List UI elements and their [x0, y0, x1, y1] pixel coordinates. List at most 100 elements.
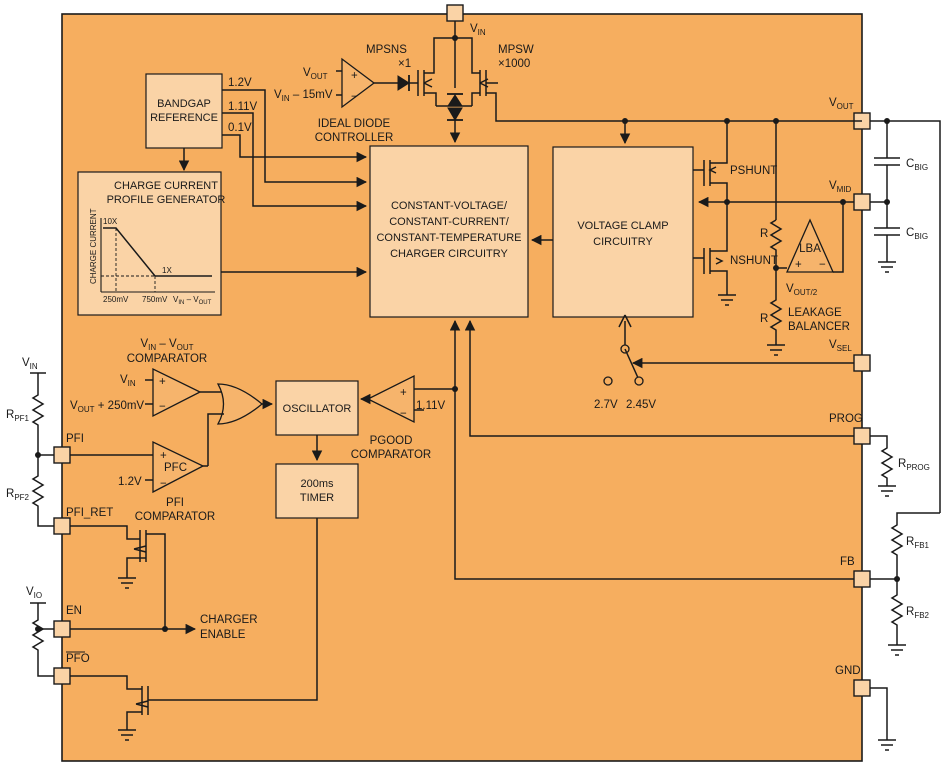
svg-text:1.11V: 1.11V	[416, 400, 446, 412]
nshunt-transistor: NSHUNT	[693, 240, 778, 295]
svg-text:+: +	[795, 259, 802, 271]
pgood-comparator: + − 1.11V PGOOD COMPARATOR	[351, 374, 455, 461]
svg-text:+: +	[400, 387, 407, 399]
svg-text:COMPARATOR: COMPARATOR	[127, 353, 208, 365]
svg-text:1X: 1X	[162, 266, 172, 275]
svg-text:R: R	[760, 228, 768, 240]
svg-text:2.45V: 2.45V	[626, 399, 656, 411]
svg-text:1.11V: 1.11V	[228, 101, 258, 113]
mpsw-transistor	[455, 37, 862, 122]
svg-text:RPF2: RPF2	[6, 488, 30, 502]
external-gnd	[870, 687, 896, 751]
svg-text:BANDGAP: BANDGAP	[157, 98, 211, 110]
svg-text:−: −	[159, 401, 166, 413]
pin-en: EN	[53, 605, 82, 638]
external-feedback-divider: RFB1 RFB2	[870, 512, 940, 656]
svg-text:×1000: ×1000	[498, 58, 530, 70]
pin-pfo: PFO	[53, 651, 90, 685]
svg-text:IDEAL DIODE: IDEAL DIODE	[318, 118, 391, 130]
external-output-network: CBIG CBIG	[870, 118, 941, 513]
svg-text:2.7V: 2.7V	[594, 399, 618, 411]
svg-text:−: −	[400, 408, 407, 420]
vsel-switch: 2.7V 2.45V	[594, 314, 854, 411]
bandgap-reference-block: BANDGAP REFERENCE	[145, 73, 223, 149]
pshunt-transistor: PSHUNT	[693, 160, 777, 203]
svg-text:LEAKAGE: LEAKAGE	[788, 307, 842, 319]
svg-text:PFI: PFI	[166, 497, 184, 509]
svg-text:+: +	[351, 70, 358, 82]
nshunt-ground	[718, 294, 736, 306]
ideal-diode-amplifier: + −	[341, 57, 376, 109]
pfo-nmos	[70, 518, 318, 741]
bandgap-wires	[178, 89, 368, 212]
vmid-wires	[697, 196, 854, 273]
timer-block: 200ms TIMER	[275, 463, 359, 519]
or-gate	[200, 383, 274, 466]
svg-text:CHARGER CIRCUITRY: CHARGER CIRCUITRY	[390, 248, 508, 260]
ideal-diode-labels: VOUT VIN – 15mV IDEAL DIODE CONTROLLER M…	[274, 44, 534, 144]
svg-text:CHARGE CURRENT: CHARGE CURRENT	[114, 180, 218, 192]
body-diode-stack	[436, 21, 472, 144]
oscillator-block: OSCILLATOR	[275, 380, 359, 436]
svg-text:CONSTANT-TEMPERATURE: CONSTANT-TEMPERATURE	[376, 232, 521, 244]
svg-text:VOUT/2: VOUT/2	[786, 283, 818, 297]
svg-text:RFB2: RFB2	[906, 606, 930, 620]
svg-text:CHARGE CURRENT: CHARGE CURRENT	[89, 208, 98, 284]
svg-text:LBA: LBA	[799, 243, 821, 255]
svg-text:PROG: PROG	[829, 413, 863, 425]
svg-text:CHARGER: CHARGER	[200, 614, 258, 626]
pin-prog: PROG	[829, 413, 871, 445]
svg-text:R: R	[760, 313, 768, 325]
svg-text:NSHUNT: NSHUNT	[730, 255, 778, 267]
mpsns-transistor	[417, 37, 455, 106]
prog-wire	[464, 319, 854, 437]
svg-text:VIN: VIN	[22, 357, 38, 371]
svg-text:FB: FB	[840, 556, 855, 568]
svg-text:BALANCER: BALANCER	[788, 321, 850, 333]
svg-text:250mV: 250mV	[103, 295, 129, 304]
svg-text:CIRCUITRY: CIRCUITRY	[593, 236, 653, 248]
ideal-diode-wires	[336, 70, 418, 96]
pfi-comparator: + − PFC 1.2V PFI COMPARATOR	[70, 440, 216, 523]
svg-text:VMID: VMID	[829, 180, 852, 194]
svg-text:MPSNS: MPSNS	[366, 44, 407, 56]
svg-text:EN: EN	[66, 605, 82, 617]
vin-vout-comparator: + − VIN – VOUT COMPARATOR VIN VOUT + 250…	[70, 338, 208, 418]
svg-text:200ms: 200ms	[300, 478, 334, 490]
svg-text:VOUT: VOUT	[829, 97, 854, 111]
external-vin-rpf-network: VIN RPF1 RPF2	[6, 357, 54, 527]
svg-text:VOLTAGE CLAMP: VOLTAGE CLAMP	[577, 220, 668, 232]
svg-text:RPF1: RPF1	[6, 409, 30, 423]
profile-graph: 10X 1X CHARGE CURRENT 250mV 750mV VIN – …	[89, 208, 215, 306]
pin-pfi: PFI	[53, 433, 84, 464]
svg-text:COMPARATOR: COMPARATOR	[135, 511, 216, 523]
svg-text:CBIG: CBIG	[906, 227, 928, 241]
svg-text:VIN – VOUT: VIN – VOUT	[173, 295, 212, 306]
svg-text:−: −	[819, 259, 826, 271]
svg-text:VSEL: VSEL	[829, 339, 852, 353]
svg-text:REFERENCE: REFERENCE	[150, 112, 218, 124]
svg-text:CBIG: CBIG	[906, 158, 928, 172]
svg-text:CONSTANT-VOLTAGE/: CONSTANT-VOLTAGE/	[391, 200, 508, 212]
svg-text:VIN – 15mV: VIN – 15mV	[274, 89, 333, 103]
svg-text:750mV: 750mV	[142, 295, 168, 304]
svg-text:10X: 10X	[103, 217, 118, 226]
svg-text:PFI: PFI	[66, 433, 84, 445]
svg-text:CONTROLLER: CONTROLLER	[315, 132, 394, 144]
svg-text:OSCILLATOR: OSCILLATOR	[283, 403, 352, 415]
svg-text:CONSTANT-CURRENT/: CONSTANT-CURRENT/	[389, 216, 510, 228]
svg-text:1.2V: 1.2V	[118, 476, 142, 488]
svg-text:+: +	[160, 450, 167, 462]
svg-text:PGOOD: PGOOD	[370, 435, 413, 447]
external-rprog: RPROG	[870, 435, 930, 497]
vout-rail-wires	[619, 118, 779, 220]
bandgap-output-labels: 1.2V 1.11V 0.1V	[228, 77, 258, 134]
svg-text:VOUT: VOUT	[303, 67, 328, 81]
svg-text:PFI_RET: PFI_RET	[66, 507, 113, 519]
charger-circuitry-block: CONSTANT-VOLTAGE/ CONSTANT-CURRENT/ CONS…	[369, 145, 529, 318]
svg-text:PFC: PFC	[164, 462, 187, 474]
pin-pfi-ret: PFI_RET	[53, 507, 113, 535]
svg-text:VIN: VIN	[470, 23, 486, 37]
svg-text:1.2V: 1.2V	[228, 77, 252, 89]
pin-fb: FB	[840, 556, 871, 588]
